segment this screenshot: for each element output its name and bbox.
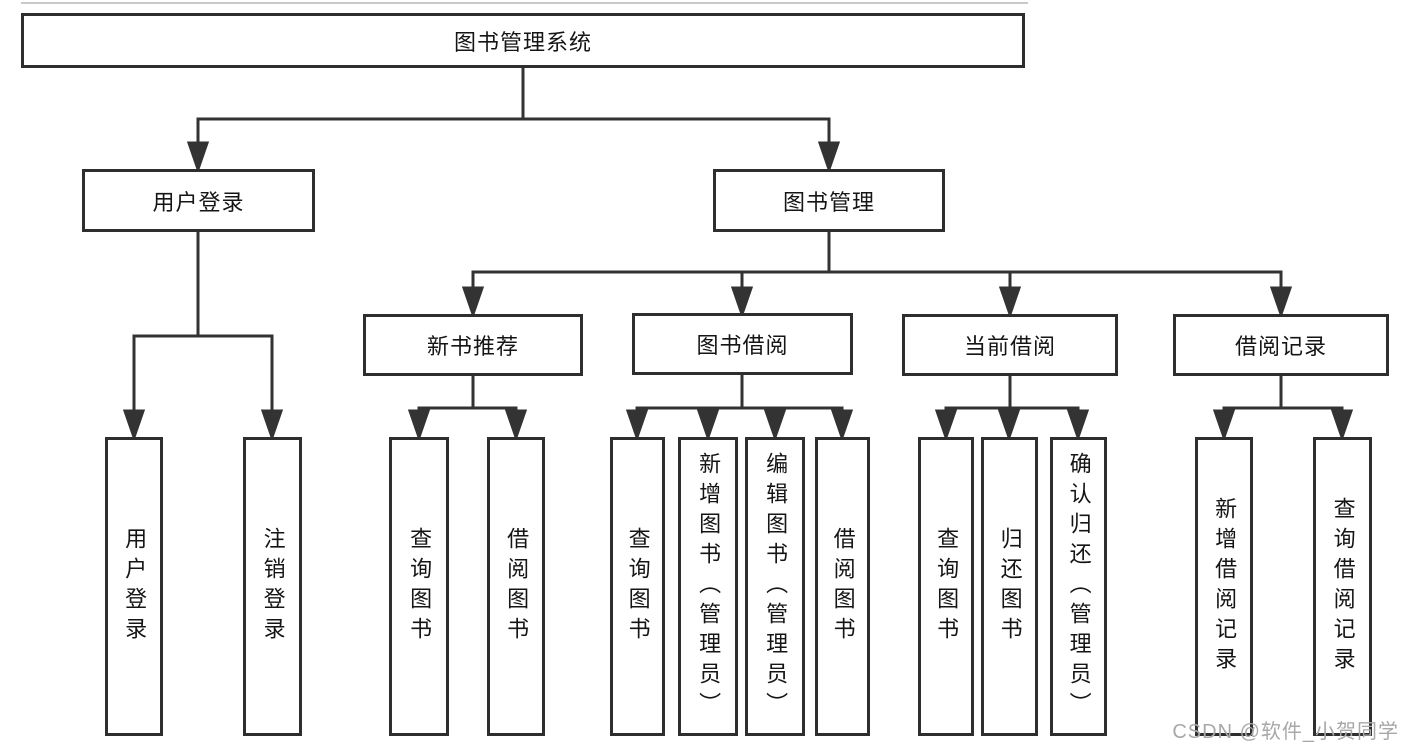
leaf-edit-book-admin-label: 编辑图书（管理员） xyxy=(763,451,789,722)
connector-new-book-recommend-to-children xyxy=(407,376,528,442)
leaf-add-borrow-record-label: 新增借阅记录 xyxy=(1212,496,1238,677)
node-new-book-recommend-label: 新书推荐 xyxy=(426,334,519,359)
leaf-query-books-borrow: 查询图书 xyxy=(610,437,665,736)
leaf-borrow-books-recommend: 借阅图书 xyxy=(487,437,545,736)
leaf-query-borrow-record: 查询借阅记录 xyxy=(1313,437,1372,736)
leaf-confirm-return-admin: 确认归还（管理员） xyxy=(1050,437,1107,736)
leaf-query-books-current: 查询图书 xyxy=(918,437,974,736)
leaf-confirm-return-admin-label: 确认归还（管理员） xyxy=(1066,451,1092,722)
node-book-management: 图书管理 xyxy=(713,169,945,232)
leaf-add-borrow-record: 新增借阅记录 xyxy=(1195,437,1253,736)
leaf-borrow-books: 借阅图书 xyxy=(815,437,870,736)
node-root: 图书管理系统 xyxy=(21,13,1025,68)
root-box-top-shadow xyxy=(21,2,1028,4)
leaf-user-login-label: 用户登录 xyxy=(122,526,148,647)
connector-book-management-to-level3 xyxy=(461,232,1293,319)
node-current-borrow: 当前借阅 xyxy=(902,314,1118,376)
node-root-label: 图书管理系统 xyxy=(453,29,592,55)
connector-current-borrow-to-children xyxy=(934,376,1090,442)
node-book-borrow-label: 图书借阅 xyxy=(696,333,789,358)
node-user-login-label: 用户登录 xyxy=(152,189,245,215)
node-book-management-label: 图书管理 xyxy=(782,189,875,215)
connector-root-to-level2 xyxy=(186,68,841,174)
leaf-edit-book-admin: 编辑图书（管理员） xyxy=(745,437,805,736)
watermark-text: CSDN @软件_小贺同学 xyxy=(1172,721,1399,743)
connector-book-borrow-to-children xyxy=(625,375,854,442)
leaf-query-books-current-label: 查询图书 xyxy=(934,526,960,647)
leaf-borrow-books-label: 借阅图书 xyxy=(830,526,856,647)
leaf-query-borrow-record-label: 查询借阅记录 xyxy=(1330,496,1356,677)
leaf-add-book-admin-label: 新增图书（管理员） xyxy=(696,451,722,722)
leaf-return-book: 归还图书 xyxy=(981,437,1038,736)
node-new-book-recommend: 新书推荐 xyxy=(363,314,583,376)
leaf-query-books-recommend-label: 查询图书 xyxy=(407,526,433,647)
leaf-logout-label: 注销登录 xyxy=(260,526,286,647)
leaf-query-books-recommend: 查询图书 xyxy=(389,437,449,736)
node-current-borrow-label: 当前借阅 xyxy=(963,334,1056,359)
leaf-user-login: 用户登录 xyxy=(105,437,163,736)
leaf-query-books-borrow-label: 查询图书 xyxy=(625,526,651,647)
node-book-borrow: 图书借阅 xyxy=(632,313,853,375)
leaf-return-book-label: 归还图书 xyxy=(997,526,1023,647)
leaf-logout: 注销登录 xyxy=(243,437,302,736)
leaf-add-book-admin: 新增图书（管理员） xyxy=(678,437,738,736)
connector-borrow-records-to-children xyxy=(1212,376,1354,442)
node-borrow-records: 借阅记录 xyxy=(1173,314,1389,376)
leaf-borrow-books-recommend-label: 借阅图书 xyxy=(504,526,530,647)
node-user-login: 用户登录 xyxy=(82,169,315,232)
node-borrow-records-label: 借阅记录 xyxy=(1234,334,1327,359)
connector-user-login-to-children xyxy=(122,232,284,442)
